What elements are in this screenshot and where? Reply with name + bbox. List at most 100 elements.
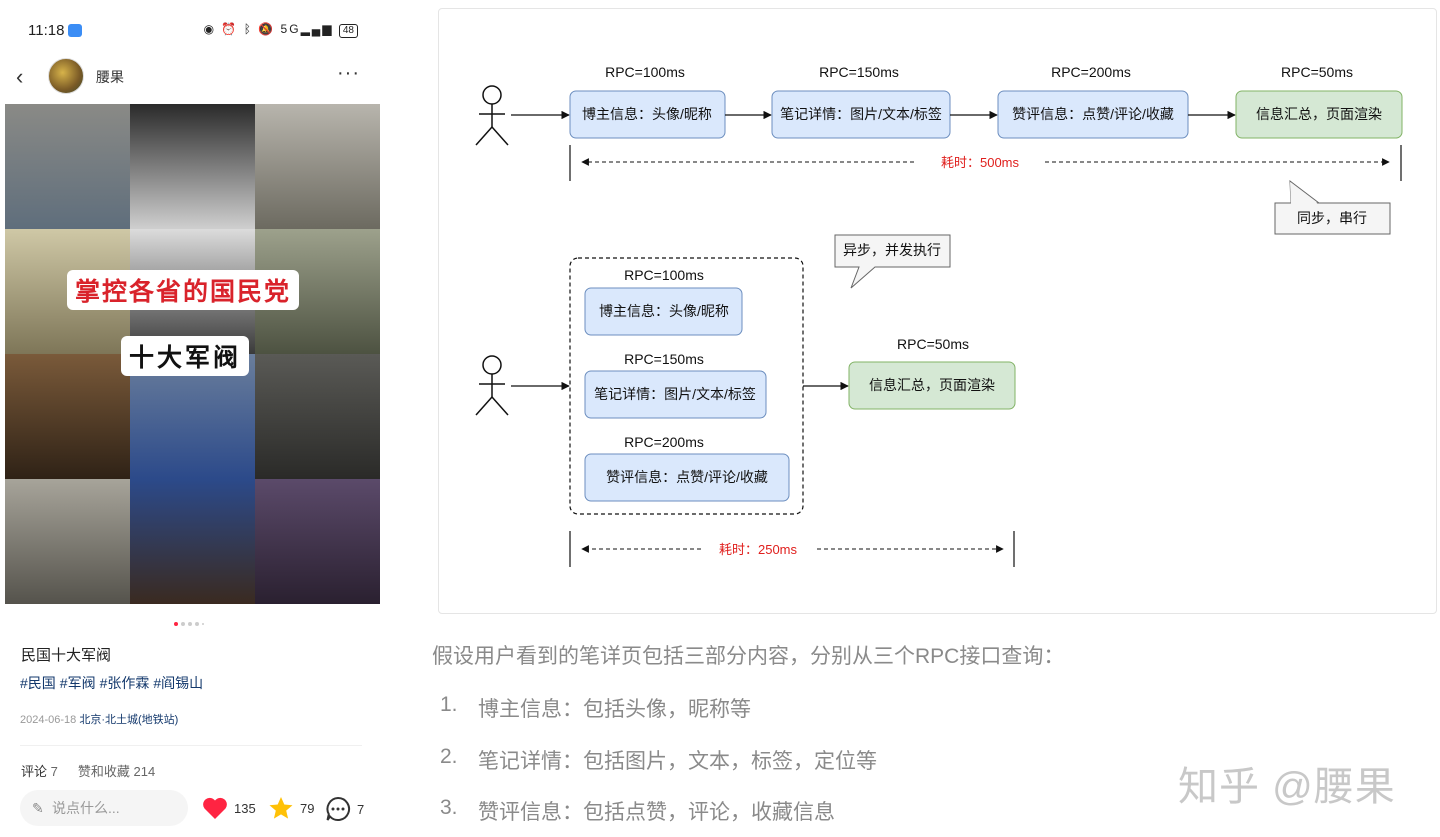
callout-async: [834, 234, 951, 289]
flow-box-label: 博主信息：头像/昵称: [582, 106, 712, 122]
comments-count[interactable]: 评论 7: [21, 764, 58, 779]
collect-count: 79: [300, 800, 315, 816]
rpc-label: RPC=100ms: [624, 267, 704, 283]
stick-figure-serial: [475, 85, 509, 146]
portrait-2: [130, 104, 255, 229]
rpc-label: RPC=150ms: [819, 64, 899, 80]
more-options-icon[interactable]: ···: [337, 62, 360, 84]
like-count: 135: [234, 800, 256, 816]
article-intro: 假设用户看到的笔详页包括三部分内容，分别从三个RPC接口查询：: [432, 645, 1065, 668]
list-text: 笔记详情：包括图片，文本，标签，定位等: [478, 750, 877, 773]
flow-box-label: 赞评信息：点赞/评论/收藏: [1012, 106, 1174, 122]
rpc-label: RPC=50ms: [1281, 64, 1353, 80]
flow-box-render: [1235, 90, 1403, 139]
carousel-dot: [181, 622, 185, 626]
comment-count: 7: [357, 801, 365, 817]
portrait-9: [255, 354, 380, 479]
tag-link[interactable]: #张作霖: [99, 675, 150, 691]
list-item: 3. 赞评信息：包括点赞，评论，收藏信息: [440, 796, 835, 826]
like-button[interactable]: 135: [202, 796, 256, 820]
list-item: 1. 博主信息：包括头像，昵称等: [440, 693, 751, 723]
serial-duration: 耗时：500ms: [941, 155, 1020, 170]
comment-placeholder: 说点什么...: [52, 800, 120, 816]
comment-button[interactable]: 7: [325, 796, 364, 822]
diagram-canvas: RPC=100ms 博主信息：头像/昵称 RPC=150ms 笔记详情：图片/文…: [475, 64, 1403, 567]
author-name[interactable]: 腰果: [96, 69, 124, 85]
tag-list: #民国 #军阀 #张作霖 #阎锡山: [20, 673, 203, 693]
message-notification-icon: [68, 24, 82, 37]
divider: [20, 745, 362, 746]
flow-box-label: 博主信息：头像/昵称: [599, 303, 729, 319]
nav-bar: ‹ 腰果 ···: [0, 56, 386, 96]
post-meta: 2024-06-18 北京·北土城(地铁站): [20, 711, 178, 727]
pencil-icon: ✎: [32, 800, 44, 816]
callout-sync-text: 同步，串行: [1297, 210, 1367, 226]
carousel-dot: [195, 622, 199, 626]
zhihu-watermark: 知乎 @腰果: [1178, 765, 1396, 809]
status-icons: ◉ ⏰ ᛒ 🔕 5G▂▄▆ 48: [204, 22, 358, 38]
carousel-indicator: [174, 622, 204, 626]
flow-box-label: 笔记详情：图片/文本/标签: [780, 106, 942, 122]
list-text: 赞评信息：包括点赞，评论，收藏信息: [478, 801, 835, 824]
phone-screen: 11:18 ◉ ⏰ ᛒ 🔕 5G▂▄▆ 48 ‹ 腰果 ··· 掌控各省的国民党…: [0, 0, 386, 837]
list-number: 2.: [440, 745, 458, 768]
post-location[interactable]: 北京·北土城(地铁站): [79, 714, 179, 726]
rpc-label: RPC=200ms: [1051, 64, 1131, 80]
mute-icon: 🔕: [258, 22, 276, 36]
portrait-3: [255, 104, 380, 229]
parallel-box-note-detail: [584, 370, 767, 419]
back-arrow-icon[interactable]: ‹: [16, 64, 24, 89]
carousel-dot: [202, 623, 204, 625]
parallel-box-author: [584, 287, 743, 336]
rpc-label: RPC=200ms: [624, 434, 704, 450]
cover-title-line1: 掌控各省的国民党: [67, 270, 300, 310]
eye-icon: ◉: [203, 22, 217, 36]
list-item: 2. 笔记详情：包括图片，文本，标签，定位等: [440, 745, 877, 775]
tag-link[interactable]: #民国: [20, 675, 56, 691]
callout-async-text: 异步，并发执行: [843, 242, 941, 258]
portrait-8: [130, 354, 255, 604]
cover-title-line2: 十大军阀: [121, 336, 250, 376]
post-title: 民国十大军阀: [21, 647, 112, 664]
collect-button[interactable]: 79: [268, 796, 314, 820]
parallel-duration: 耗时：250ms: [719, 542, 798, 557]
tag-link[interactable]: #军阀: [59, 675, 96, 691]
flow-box-label: 信息汇总，页面渲染: [1256, 106, 1382, 122]
parallel-group-box: [569, 257, 804, 515]
carousel-dot: [188, 622, 192, 626]
carousel-dot: [174, 622, 178, 626]
comment-bubble-icon: [326, 796, 351, 821]
parallel-box-render: [848, 361, 1016, 410]
bottom-action-bar: ✎ 说点什么... 135 79 7: [0, 788, 386, 832]
list-number: 1.: [440, 693, 458, 716]
bluetooth-icon: ᛒ: [243, 22, 253, 36]
portrait-1: [5, 104, 130, 229]
alarm-icon: ⏰: [221, 22, 239, 36]
comment-input[interactable]: ✎ 说点什么...: [20, 790, 188, 826]
rpc-label: RPC=50ms: [897, 336, 969, 352]
flow-box-label: 赞评信息：点赞/评论/收藏: [606, 469, 768, 485]
status-time: 11:18: [28, 22, 65, 39]
post-date: 2024-06-18: [20, 714, 77, 726]
cover-image[interactable]: 掌控各省的国民党 十大军阀: [5, 104, 380, 604]
list-text: 博主信息：包括头像，昵称等: [478, 698, 751, 721]
parallel-box-engagement: [584, 453, 790, 502]
signal-icon: 5G▂▄▆: [280, 22, 334, 36]
flow-box-label: 信息汇总，页面渲染: [869, 377, 995, 393]
portrait-7: [5, 354, 130, 479]
portrait-11: [255, 479, 380, 604]
engagement-counts: 评论 7 赞和收藏 214: [21, 761, 155, 780]
star-icon: [269, 797, 293, 819]
portrait-10: [5, 479, 130, 604]
rpc-label: RPC=150ms: [624, 351, 704, 367]
heart-icon: [203, 797, 227, 819]
rpc-label: RPC=100ms: [605, 64, 685, 80]
rpc-flow-diagram: RPC=100ms 博主信息：头像/昵称 RPC=150ms 笔记详情：图片/文…: [438, 8, 1437, 614]
author-avatar[interactable]: [48, 58, 84, 94]
list-number: 3.: [440, 796, 458, 819]
status-bar: 11:18 ◉ ⏰ ᛒ 🔕 5G▂▄▆ 48: [0, 0, 386, 60]
likes-collects-count: 赞和收藏 214: [77, 764, 156, 779]
flow-box-label: 笔记详情：图片/文本/标签: [594, 386, 756, 402]
tag-link[interactable]: #阎锡山: [153, 675, 204, 691]
battery-icon: 48: [338, 24, 358, 38]
